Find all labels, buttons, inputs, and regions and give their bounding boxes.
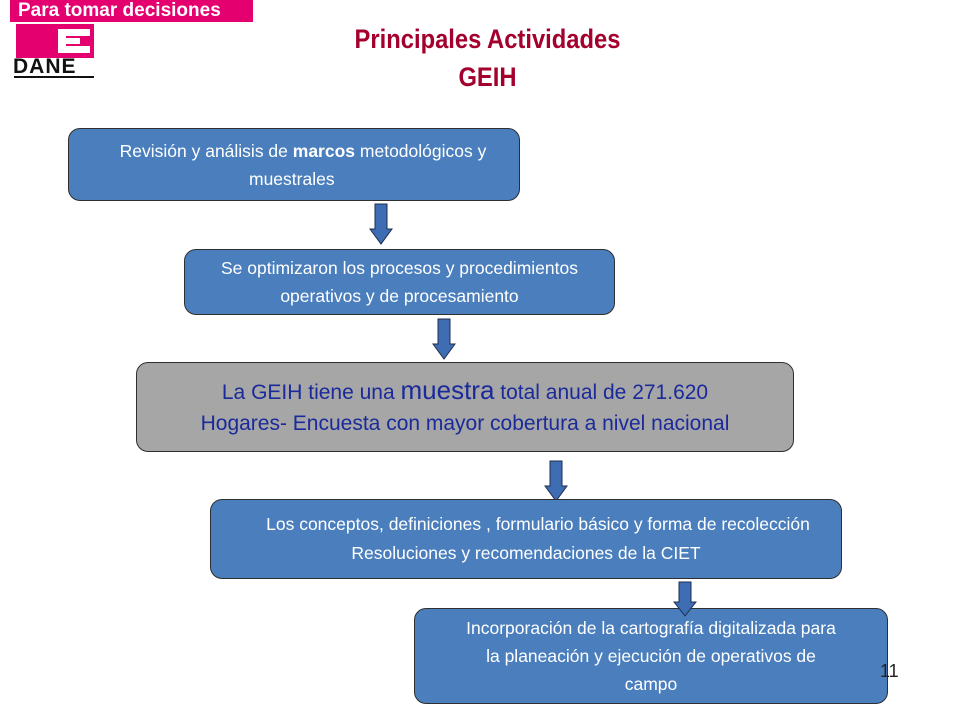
activity-box-2: Se optimizaron los procesos y procedimie…	[184, 249, 615, 315]
dane-logo-icon	[16, 24, 94, 58]
down-arrow-icon	[432, 318, 456, 360]
box3-text-highlight: muestra	[400, 375, 495, 405]
box1-line1: Revisión y análisis de marcos metodológi…	[69, 137, 519, 165]
box1-text-pre: Revisión y análisis de	[119, 140, 293, 161]
box3-line2: Hogares- Encuesta con mayor cobertura a …	[200, 412, 730, 435]
logo-text: DANE	[13, 55, 77, 78]
activity-box-3: La GEIH tiene una muestra total anual de…	[136, 362, 794, 452]
box3-text-pre: La GEIH tiene una	[221, 381, 401, 404]
box1-line2: muestrales	[249, 168, 335, 189]
logo-underline	[14, 76, 94, 78]
box3-line1: La GEIH tiene una muestra total anual de…	[137, 375, 793, 408]
box3-text-post: total anual de 271.620	[494, 381, 709, 404]
down-arrow-icon	[673, 581, 697, 617]
box4-line2: Resoluciones y recomendaciones de la CIE…	[351, 543, 701, 563]
down-arrow-icon	[544, 460, 568, 502]
brand-tagline: Para tomar decisiones	[10, 0, 253, 22]
box5-line3: campo	[624, 674, 678, 694]
page-number: 11	[880, 661, 899, 681]
box1-text-bold: marcos	[292, 140, 356, 161]
box2-line1: Se optimizaron los procesos y procedimie…	[221, 258, 578, 278]
box2-line2: operativos y de procesamiento	[280, 286, 519, 306]
box5-line2: la planeación y ejecución de operativos …	[486, 646, 816, 666]
box5-line1: Incorporación de la cartografía digitali…	[466, 618, 836, 638]
down-arrow-icon	[369, 203, 393, 245]
activity-box-5: Incorporación de la cartografía digitali…	[414, 608, 888, 704]
activity-box-1: Revisión y análisis de marcos metodológi…	[68, 128, 520, 201]
box1-text-post: metodológicos y	[355, 140, 487, 161]
page-subtitle: GEIH	[458, 62, 517, 92]
page-title: Principales Actividades	[354, 24, 621, 54]
box4-line1: Los conceptos, definiciones , formulario…	[266, 514, 810, 534]
activity-box-4: Los conceptos, definiciones , formulario…	[210, 499, 842, 579]
